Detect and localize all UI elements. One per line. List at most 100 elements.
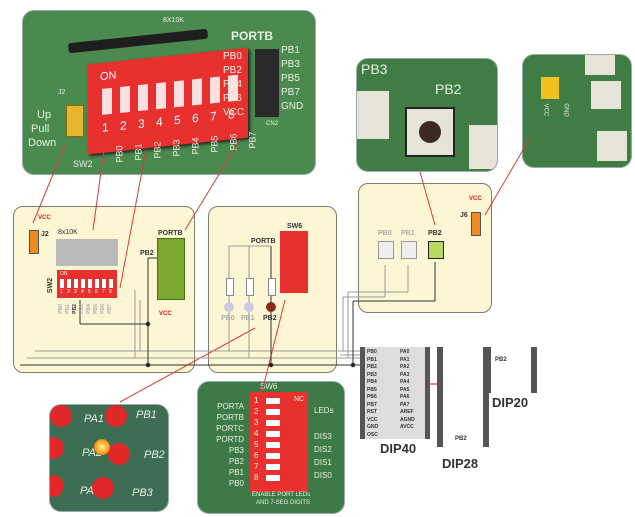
connector-left-label: PB2: [223, 65, 242, 76]
led-label: PB1: [136, 409, 157, 421]
jumper-j6-cap: [541, 77, 559, 99]
led-lit: [94, 439, 110, 455]
callout-sw6: [261, 299, 286, 393]
pb2-line: [20, 246, 436, 368]
connector-left-label: VCC: [223, 107, 245, 118]
button-next: [469, 125, 497, 169]
button-label-pb3: PB3: [361, 61, 388, 77]
connector-right-label: GND: [281, 101, 304, 112]
tact-button: [597, 131, 627, 161]
sw6-label: SW6: [287, 223, 303, 230]
led: [105, 405, 127, 427]
sw2-toggle: [88, 279, 92, 288]
sw6-right-label: LEDs: [314, 406, 334, 415]
led: [92, 477, 114, 499]
callout-button: [419, 171, 436, 226]
sw6-toggle: [266, 464, 280, 470]
sw2-number: 3: [74, 289, 77, 295]
sw2-pin-label: PB3: [78, 304, 85, 314]
portb-label: PORTB: [158, 230, 183, 237]
led: [50, 437, 64, 459]
photo-jumper-j6: VCC GND: [522, 54, 632, 168]
sw2-pin-label: PB2: [71, 304, 78, 314]
button-label: PB1: [401, 230, 415, 237]
sw2-number: 8: [109, 289, 112, 295]
resistor-label: 8x10K: [58, 229, 78, 236]
sw6-port-label: PORTB: [216, 413, 244, 422]
button-label: PB2: [428, 230, 442, 237]
jumper-j2: [66, 105, 84, 137]
connector-right-label: PB1: [281, 45, 300, 56]
jumper-pull-label: Pull: [31, 123, 50, 135]
dip40-right-pin: PA3: [400, 371, 410, 378]
sw6-toggle: [266, 409, 280, 415]
connector-title: PORTB: [231, 29, 273, 43]
sw6-footer-1: ENABLE PORT LEDs: [252, 492, 311, 498]
sw6-port-label: PB0: [228, 479, 244, 488]
connector-left-label: PB0: [223, 51, 242, 62]
dip20-label: DIP20: [492, 395, 529, 410]
dip40-right-pin: AVCC: [400, 424, 414, 430]
led-symbol: [266, 302, 276, 312]
sw6-right-label: DIS0: [314, 471, 332, 480]
sw2-pin-label: PB7: [106, 304, 113, 314]
j6-label: J6: [460, 212, 468, 219]
led: [50, 475, 64, 497]
button-symbol: [378, 241, 394, 259]
sw2-number: 5: [88, 289, 91, 295]
sw2-pin-label: PB0: [57, 304, 64, 314]
callout-j6: [484, 137, 531, 216]
button-label: PB0: [378, 230, 392, 237]
dip40-left-pin: PB3: [367, 371, 377, 378]
dip40-left-pin: PB5: [367, 386, 377, 393]
sw2-number: 1: [60, 289, 63, 295]
sw6-num: 4: [254, 429, 259, 438]
led: [108, 443, 130, 465]
sw2-pin-label: PB4: [85, 304, 92, 314]
dip40-right-pin: PA2: [400, 364, 410, 370]
dip28-socket: [437, 347, 489, 447]
sw6-photo-title: SW6: [260, 382, 278, 391]
led-label: PB2: [144, 449, 165, 461]
button-label-pb2: PB2: [435, 81, 462, 97]
dip40-right-pin: PA1: [400, 356, 410, 363]
dip40-right-pin: PA0: [400, 349, 410, 355]
dip40-right-pin: AREF: [400, 409, 414, 415]
dip40-socket: [360, 347, 430, 439]
jumper-j2-symbol: [29, 230, 39, 254]
dip40-right-pin: AGND: [400, 416, 415, 423]
sw6-port-label: PORTD: [216, 435, 244, 444]
j2-label: J2: [41, 231, 49, 238]
dip28-label: DIP28: [442, 456, 479, 471]
led-label: PB0: [221, 315, 235, 322]
sw6-port-label: PB2: [228, 457, 244, 466]
dip40-label: DIP40: [380, 441, 417, 456]
dip40-right-pin: PA7: [400, 401, 410, 408]
resistor-network-symbol: [56, 239, 118, 266]
dip40-left-pin: OSC: [367, 431, 378, 438]
dip40-left-pin: RST: [367, 409, 377, 415]
led-symbol: [224, 302, 234, 312]
sw6-port-label: PB3: [228, 446, 244, 455]
sw6-symbol: [280, 231, 308, 293]
dip20-socket: [485, 347, 537, 393]
sw6-toggle: [266, 442, 280, 448]
sw2-number: 2: [67, 289, 70, 295]
dip40-left-pin: PB2: [367, 364, 377, 370]
connector-cn2: CN2: [266, 121, 279, 127]
connector-vcc-label: VCC: [159, 311, 172, 317]
resistor-symbol: [246, 278, 254, 296]
dip40-left-pin: GND: [367, 424, 379, 430]
dip40-right-pin: PA5: [400, 386, 410, 393]
sw2-toggle: [109, 279, 113, 288]
led-label: PB3: [132, 487, 153, 499]
sw2-number: 4: [81, 289, 84, 295]
button-pb2: [405, 107, 455, 157]
button-pb3: [357, 91, 389, 139]
switch-name: SW2: [73, 159, 93, 169]
sw2-label: SW2: [47, 277, 55, 294]
portb-header: [255, 49, 279, 117]
led-symbol: [244, 302, 254, 312]
